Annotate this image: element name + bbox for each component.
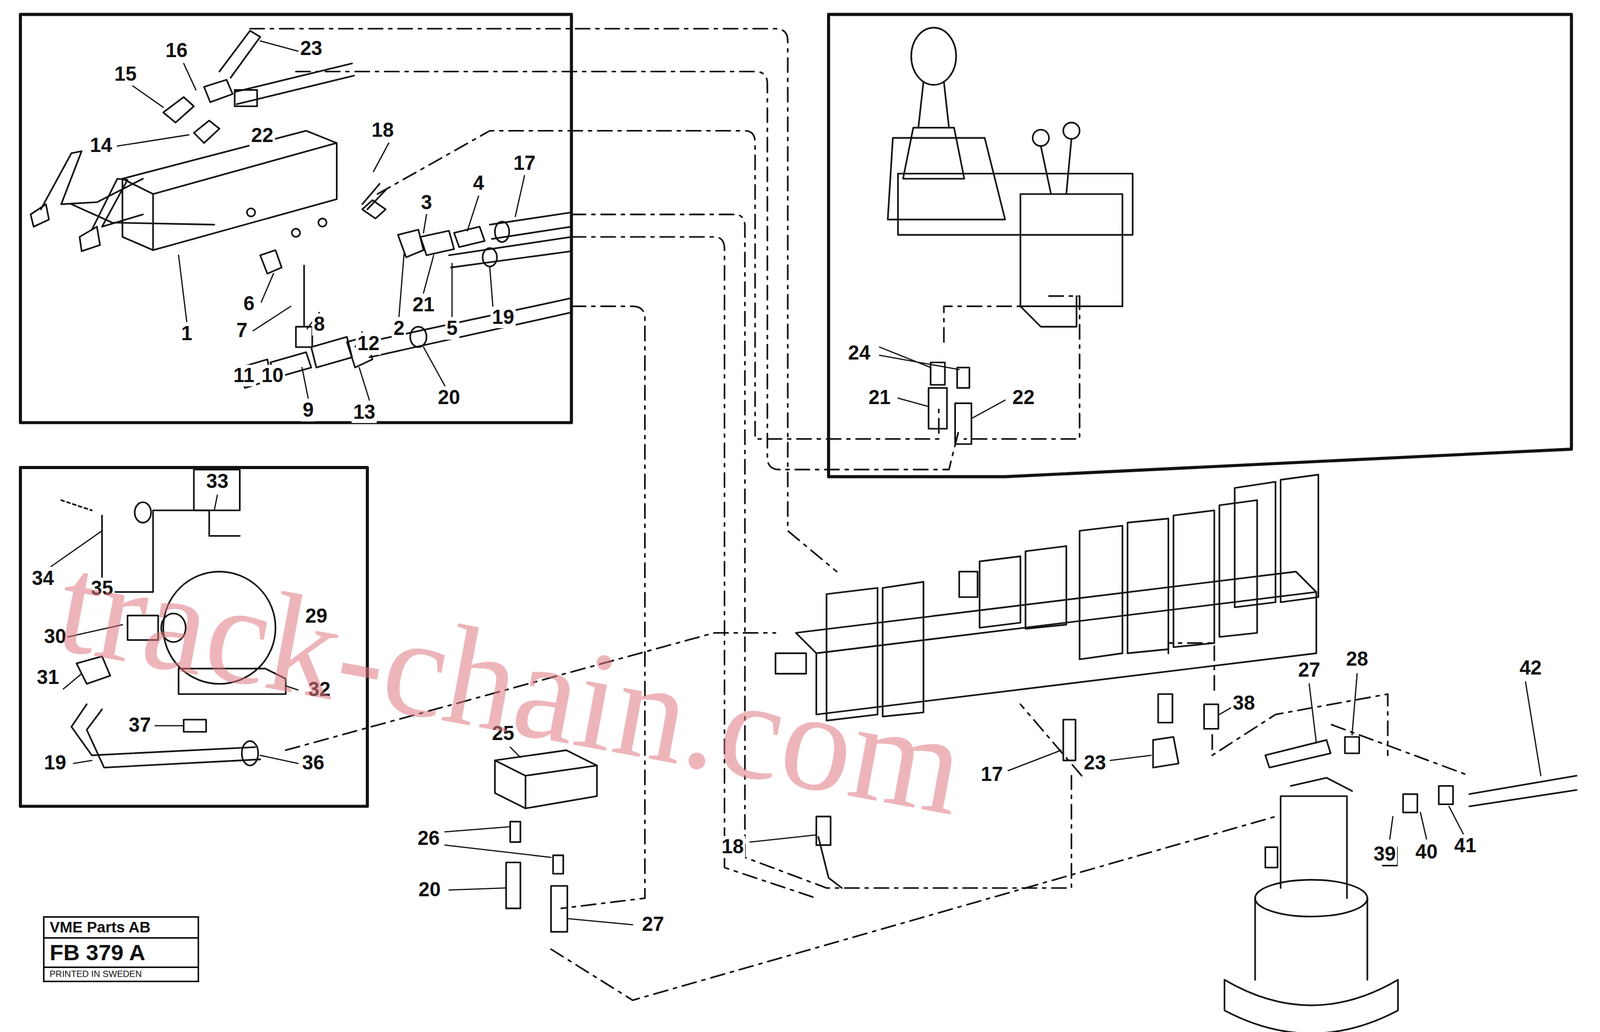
callout-number: 18 xyxy=(720,835,746,858)
callout-number: 38 xyxy=(1231,692,1257,715)
callout-number: 12 xyxy=(355,332,382,355)
callout-number: 18 xyxy=(369,119,396,142)
callout-number: 6 xyxy=(242,292,257,315)
callout-number: 3 xyxy=(419,192,434,215)
callout-number: 33 xyxy=(204,470,231,493)
callout-number: 42 xyxy=(1517,657,1543,680)
title-block-text: FB 379 A xyxy=(44,937,198,967)
callout-number: 17 xyxy=(978,763,1005,786)
callout-number: 19 xyxy=(42,752,68,775)
callout-number: 17 xyxy=(512,152,538,175)
pipe-route xyxy=(249,28,1470,1001)
callout-number: 36 xyxy=(300,752,326,775)
callout-number: 26 xyxy=(416,828,442,851)
callout-number: 2 xyxy=(392,317,407,340)
callout-number: 16 xyxy=(164,39,190,62)
callout-number: 11 xyxy=(231,364,256,387)
callout-number: 27 xyxy=(1296,659,1322,682)
title-block: VME Parts ABFB 379 APRINTED IN SWEDEN xyxy=(42,916,200,983)
watermark: track-chain.com xyxy=(48,531,975,838)
pedal-valve xyxy=(30,130,337,252)
swivel xyxy=(1224,736,1577,1032)
callout-number: 21 xyxy=(410,294,437,317)
callout-number: 20 xyxy=(417,878,443,901)
valve-25 xyxy=(494,749,597,932)
callout-number: 9 xyxy=(300,399,315,422)
control-lever xyxy=(887,27,1133,444)
callout-number: 5 xyxy=(444,317,460,340)
inset-frame xyxy=(828,14,1572,477)
callout-number: 22 xyxy=(249,124,275,147)
callout-number: 8 xyxy=(312,313,327,336)
callout-number: 23 xyxy=(1082,752,1108,775)
callout-number: 28 xyxy=(1344,648,1370,671)
callout-number: 40 xyxy=(1413,841,1440,864)
callout-number: 21 xyxy=(866,386,892,409)
callout-number: 4 xyxy=(471,172,486,195)
callout-number: 20 xyxy=(436,386,462,409)
callout-number: 14 xyxy=(88,135,114,158)
callout-number: 13 xyxy=(351,401,377,424)
callout-number: 23 xyxy=(298,38,324,61)
title-block-text: PRINTED IN SWEDEN xyxy=(44,966,198,981)
callout-number: 7 xyxy=(234,319,249,342)
callout-number: 41 xyxy=(1452,834,1478,857)
callout-number: 27 xyxy=(640,913,666,936)
callout-number: 15 xyxy=(112,63,138,86)
fitting xyxy=(163,30,572,388)
callout-number: 24 xyxy=(846,342,872,365)
title-block-text: VME Parts AB xyxy=(44,917,198,938)
callout-number: 34 xyxy=(30,567,56,590)
inset-frame xyxy=(20,14,572,423)
callout-number: 22 xyxy=(1010,386,1037,409)
callout-number: 10 xyxy=(259,364,286,387)
callout-number: 19 xyxy=(490,306,516,329)
callout-number: 1 xyxy=(179,322,194,345)
callout-number: 39 xyxy=(1372,843,1398,866)
callout-number: 37 xyxy=(127,714,153,737)
